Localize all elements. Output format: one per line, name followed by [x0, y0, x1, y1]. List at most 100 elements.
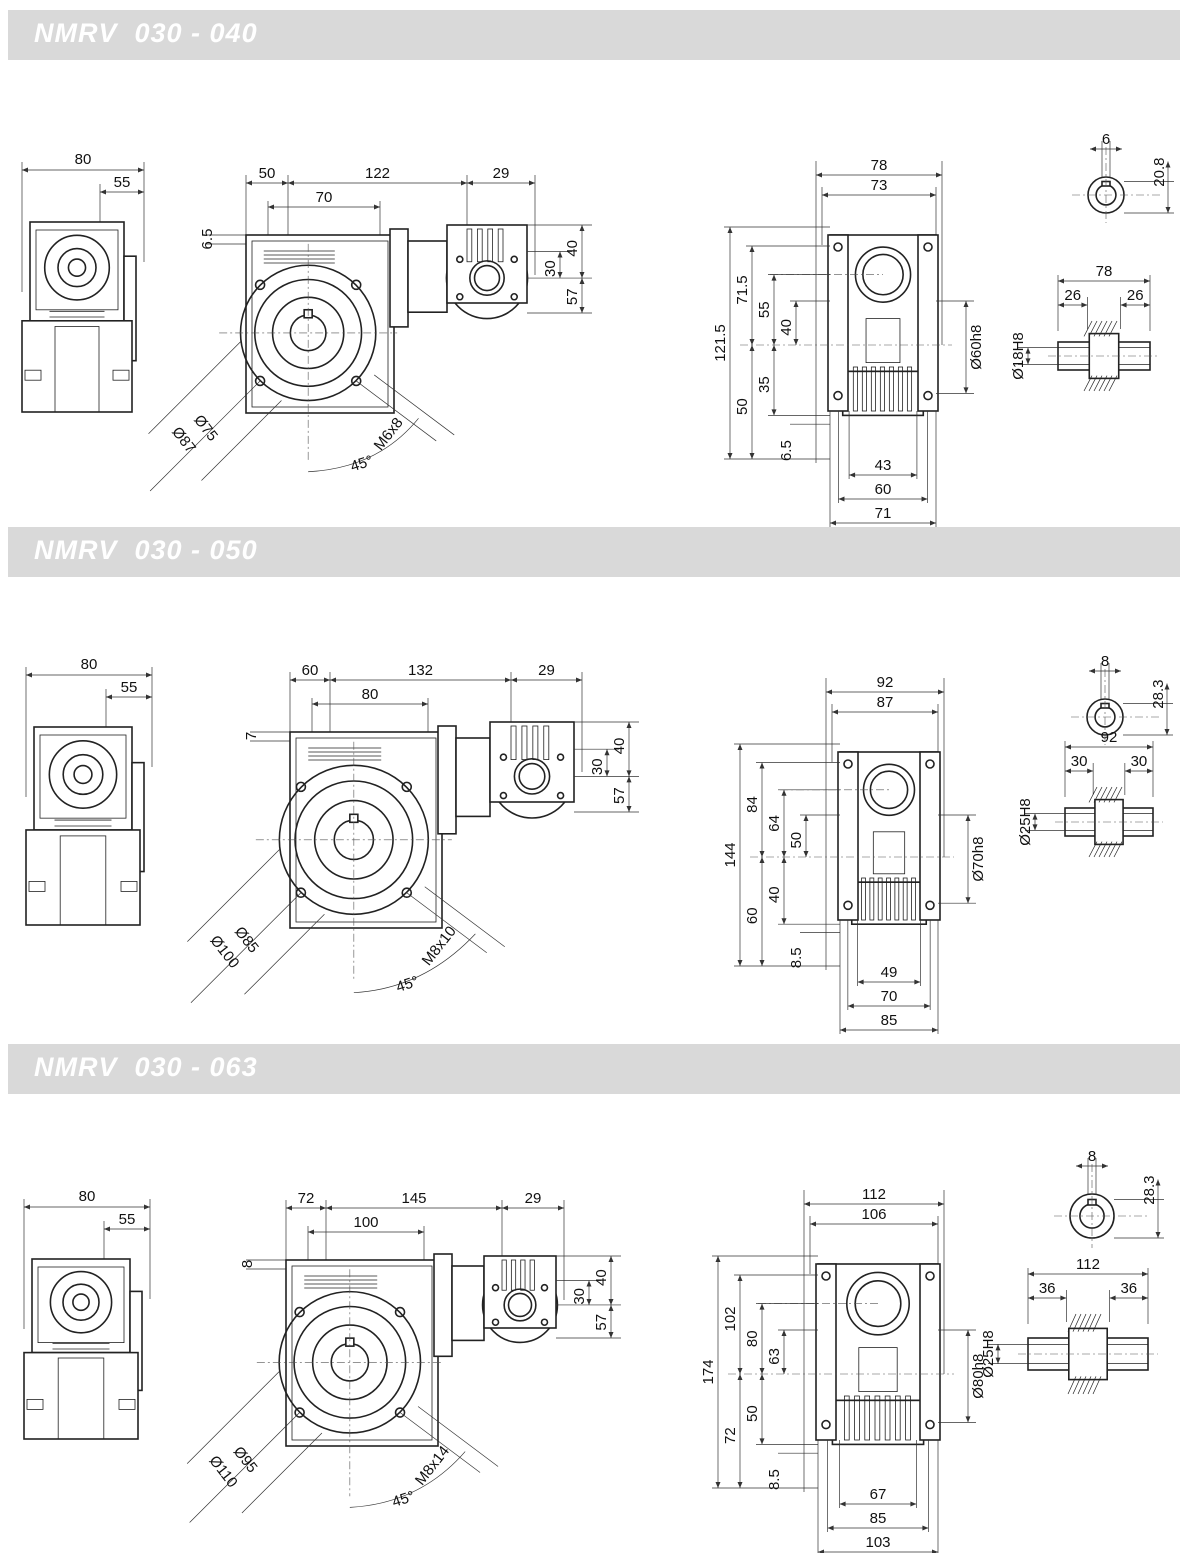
- dimension-arrow: [737, 1368, 743, 1374]
- dimension-label: 30: [589, 758, 606, 775]
- dimension-arrow: [312, 701, 318, 707]
- dimension-arrow: [557, 272, 563, 279]
- dimension-arrow: [1065, 744, 1071, 750]
- dimension-label: 8.5: [788, 947, 805, 968]
- dimension-arrow: [932, 1221, 938, 1227]
- dimension-arrow: [308, 1229, 314, 1235]
- dimension-label: 20.8: [1151, 158, 1168, 187]
- dimension-label: 80: [81, 656, 98, 673]
- dimension-arrow: [803, 815, 809, 821]
- dimension-label: 40: [766, 886, 783, 903]
- dimension-arrow: [938, 1201, 944, 1207]
- dimension-arrow: [839, 1501, 846, 1507]
- dimension-arrow: [1164, 729, 1170, 735]
- dimension-arrow: [965, 815, 971, 821]
- dimension-label: 103: [865, 1534, 890, 1551]
- input-flange: [437, 725, 457, 835]
- dimension-arrow: [626, 806, 632, 812]
- angle-arc: [349, 1451, 466, 1508]
- motor-bore-outer: [503, 1288, 537, 1322]
- motor-bolt: [540, 1318, 549, 1327]
- motor-fin: [497, 228, 504, 263]
- motor-bolt: [556, 791, 565, 800]
- bore-circle: [62, 1283, 100, 1321]
- dimension-arrow: [529, 180, 535, 186]
- dimension-arrow: [461, 180, 467, 186]
- end-hole: [925, 759, 935, 769]
- dimension-arrow: [781, 851, 787, 857]
- bolt-hole: [295, 887, 307, 899]
- dimension-arrow: [963, 301, 969, 307]
- hatch-line: [1093, 841, 1103, 858]
- dimension-arrow: [759, 1438, 765, 1445]
- dimension-arrow: [1032, 824, 1038, 831]
- dimension-arrow: [1058, 278, 1064, 284]
- motor-fin: [543, 725, 550, 760]
- dimension-arrow: [1109, 1295, 1116, 1301]
- hub-circle: [313, 799, 394, 880]
- dimension-arrow: [804, 1201, 810, 1207]
- dimension-label: M6x8: [371, 415, 407, 454]
- dimension-label: 8: [1088, 1148, 1096, 1165]
- hatch-line: [1108, 786, 1118, 803]
- dimension-arrow: [1144, 302, 1150, 308]
- end-leg: [827, 234, 849, 412]
- dimension-label: 50: [259, 165, 276, 182]
- dimension-arrow: [496, 1205, 502, 1211]
- output-window: [865, 318, 901, 364]
- dimension-arrow: [146, 672, 152, 678]
- dimension-arrow: [759, 1374, 765, 1380]
- dimension-label: 45°: [394, 973, 421, 996]
- dimension-arrow: [1076, 1163, 1082, 1169]
- dimension-arrow: [1165, 207, 1171, 213]
- housing-inner: [251, 240, 389, 408]
- dimension-arrow: [818, 1549, 824, 1553]
- dimension-arrow: [138, 189, 144, 195]
- dimension-label: 49: [881, 964, 898, 981]
- dimension-label: 6: [1102, 131, 1110, 148]
- dimension-arrow: [995, 1344, 1001, 1351]
- dimension-arrow: [326, 1205, 332, 1211]
- dimension-arrow: [965, 897, 971, 904]
- dimension-arrow: [930, 520, 936, 526]
- hatch-line: [1093, 786, 1103, 803]
- dimension-arrow: [1060, 1295, 1067, 1301]
- end-leg: [837, 751, 859, 921]
- hatch-line: [1067, 1313, 1077, 1332]
- end-fin: [861, 366, 867, 412]
- end-leg: [815, 1263, 837, 1441]
- dimension-arrow: [1028, 1295, 1034, 1301]
- dimension-arrow: [626, 722, 632, 728]
- foot-slot: [120, 881, 138, 892]
- dimension-arrow: [830, 520, 836, 526]
- gearbox-housing: [285, 1259, 439, 1447]
- dimension-arrow: [826, 689, 832, 695]
- motor-bolt: [491, 1283, 500, 1292]
- leader-line: [424, 886, 505, 948]
- dimension-arrow: [759, 762, 765, 769]
- dimension-arrow: [759, 851, 765, 857]
- dimension-label: 50: [788, 832, 805, 849]
- dimension-arrow: [963, 387, 969, 394]
- dimension-arrow: [715, 1482, 721, 1488]
- dimension-label: Ø80h8: [970, 1354, 987, 1399]
- dimension-arrow: [1089, 668, 1095, 674]
- bolt-hole: [394, 1306, 406, 1318]
- bolt-hole: [254, 375, 266, 387]
- dimension-label: 6.5: [778, 440, 795, 461]
- hatch-line: [1113, 841, 1123, 858]
- dimension-arrow: [1142, 1271, 1148, 1277]
- input-collar: [407, 240, 448, 313]
- dimension-arrow: [1028, 1271, 1034, 1277]
- base-recess: [54, 326, 100, 413]
- dimension-label: Ø60h8: [968, 325, 985, 370]
- dimension-arrow: [586, 1280, 592, 1287]
- output-window: [858, 1347, 898, 1393]
- end-hole: [843, 900, 853, 911]
- dimension-label: 8: [1101, 653, 1109, 670]
- dimension-arrow: [1115, 668, 1121, 674]
- dimension-label: 78: [871, 157, 888, 174]
- dimension-label: 78: [1096, 263, 1113, 280]
- housing-inner: [291, 1265, 433, 1441]
